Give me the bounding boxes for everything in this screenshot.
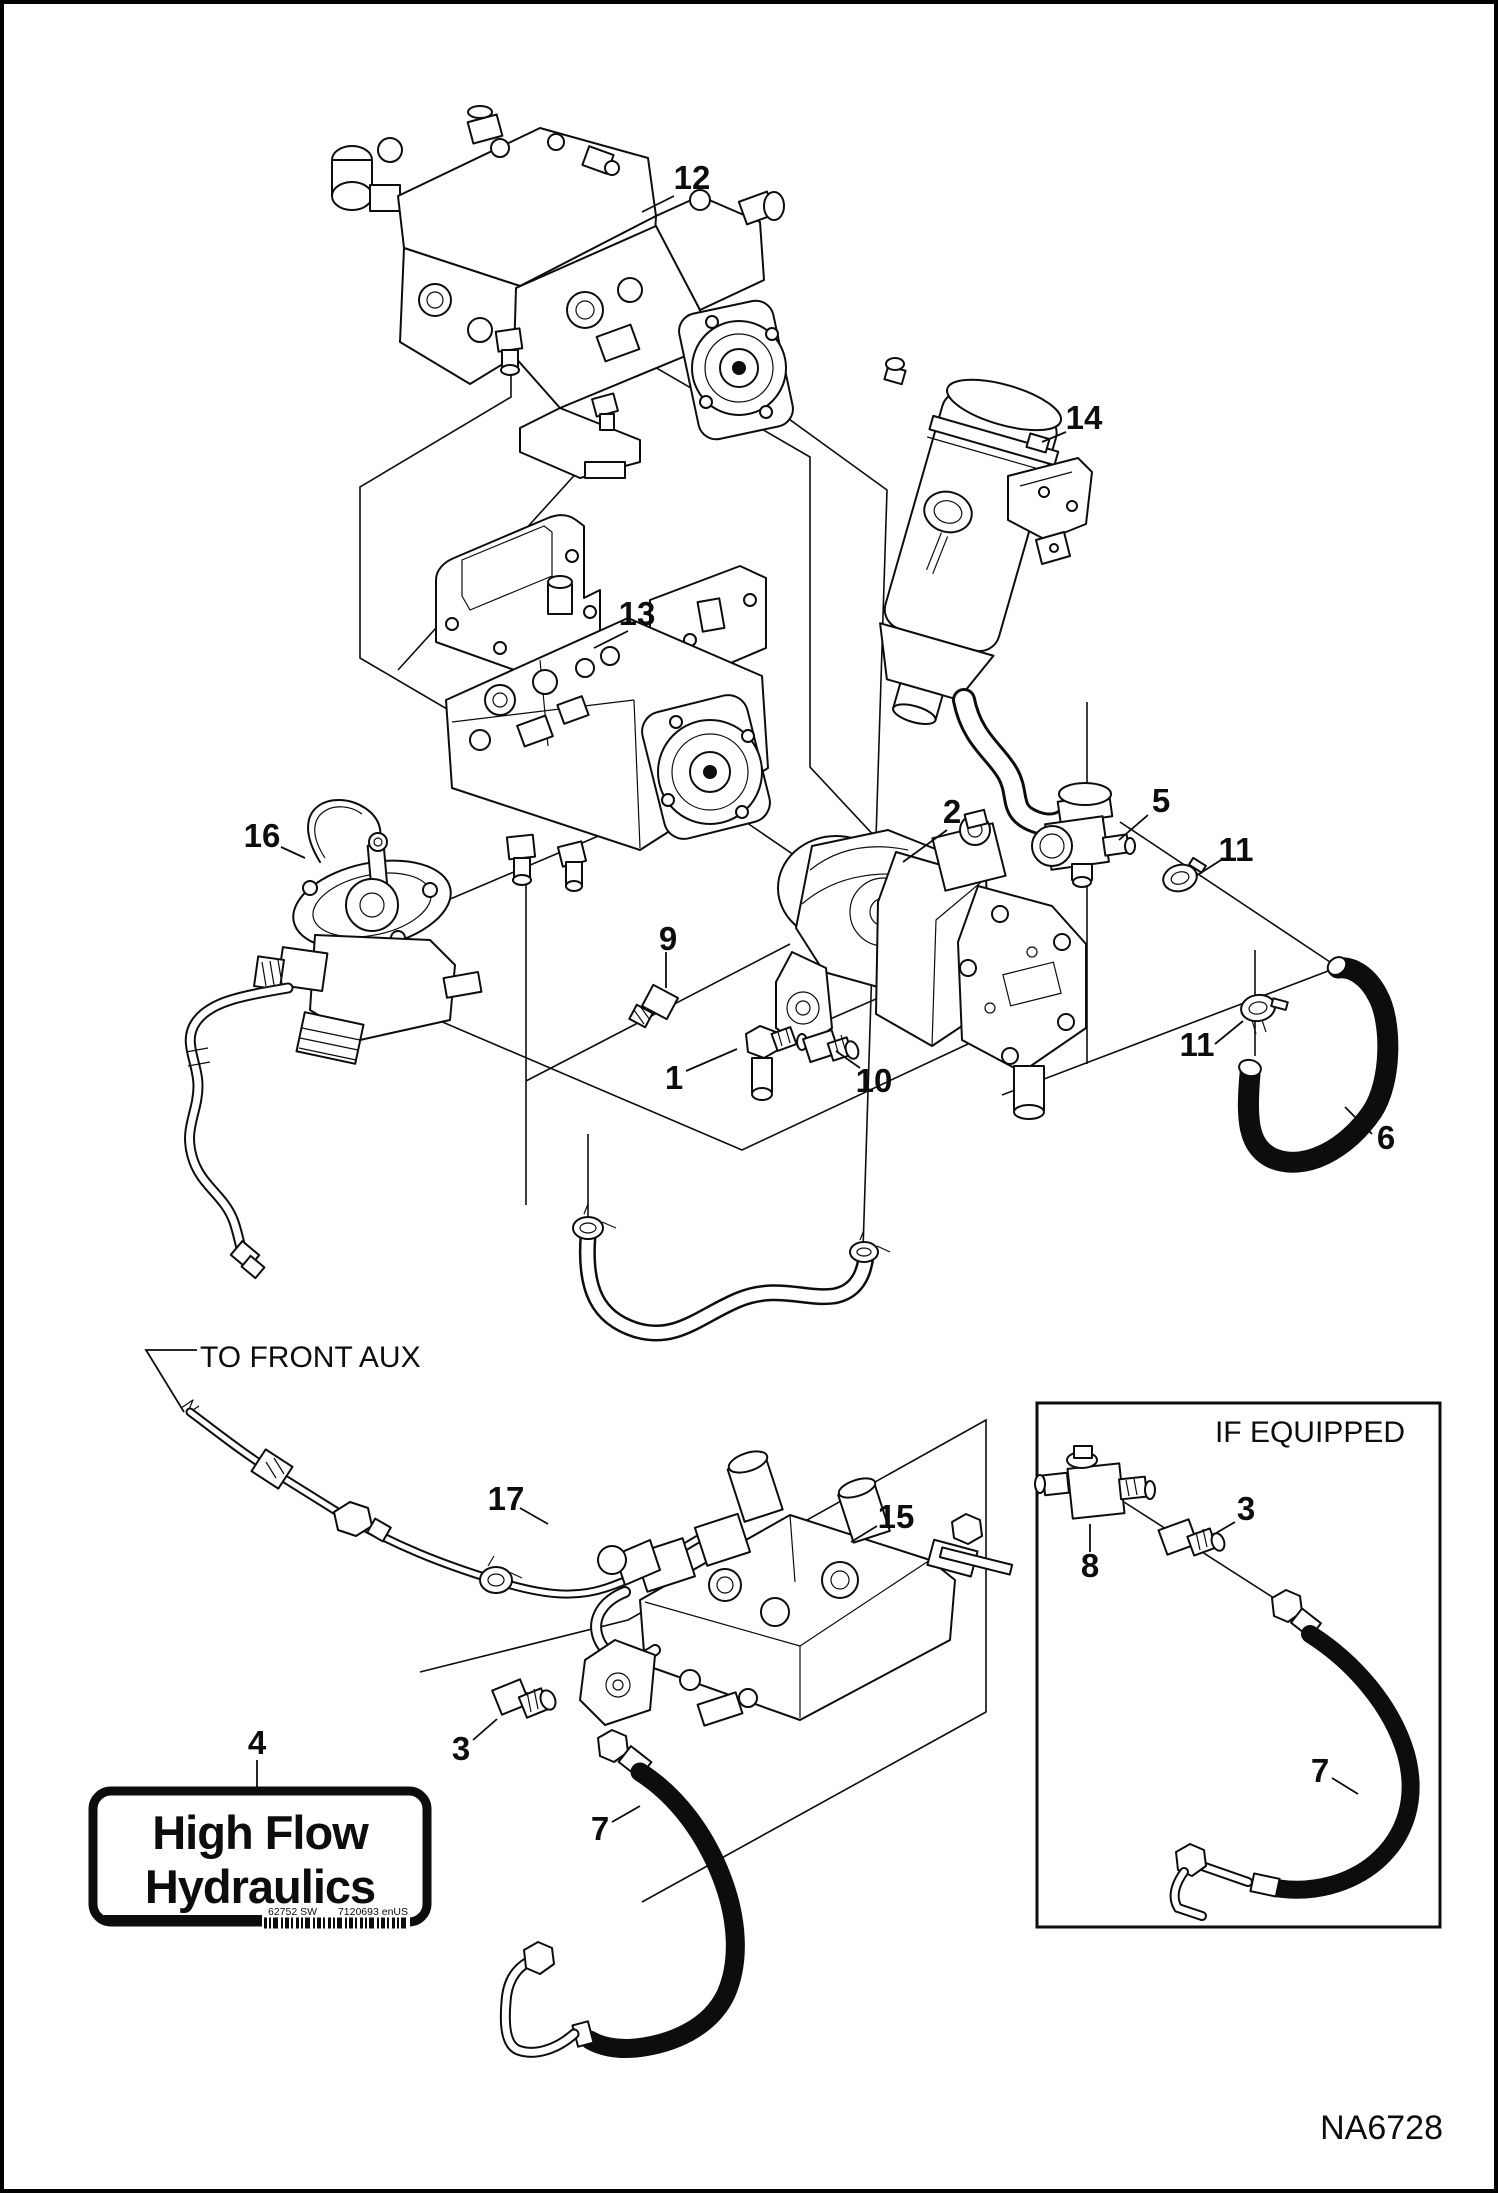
callout-4: 4	[248, 1724, 267, 1761]
valve-5-drawing	[1031, 782, 1136, 888]
leader-lines	[144, 195, 1373, 1823]
callout-16: 16	[244, 817, 281, 854]
valve-15-drawing	[579, 1450, 1014, 1727]
if-equipped-title: IF EQUIPPED	[1215, 1416, 1405, 1449]
callout-3: 3	[452, 1730, 470, 1767]
elbow-fitting-1-drawing	[745, 1025, 798, 1101]
gear-pump-2-drawing	[775, 808, 1087, 1120]
callout-1: 1	[665, 1059, 683, 1096]
callout-8: 8	[1081, 1547, 1099, 1584]
callouts: 12 13 14 2 5 11 11 6 9 1 10 16 17 15 3 7…	[244, 159, 1396, 1847]
pump-2-flange	[957, 885, 1087, 1073]
callout-12: 12	[674, 159, 711, 196]
callout-2: 2	[943, 793, 961, 830]
callout-15: 15	[878, 1498, 915, 1535]
callout-7b: 7	[1311, 1752, 1329, 1789]
drawing-code: NA6728	[1320, 2109, 1443, 2147]
callout-17: 17	[488, 1480, 525, 1517]
decal-code-left: 62752 SW	[268, 1906, 317, 1918]
callout-6: 6	[1377, 1119, 1395, 1156]
callout-3b: 3	[1237, 1490, 1255, 1527]
decal-line2: Hydraulics	[145, 1860, 375, 1913]
hose-7b-drawing	[1169, 1589, 1420, 1921]
callout-14: 14	[1066, 399, 1103, 436]
callout-7: 7	[591, 1810, 609, 1847]
hose-6-drawing	[1237, 956, 1399, 1173]
callout-10: 10	[856, 1062, 893, 1099]
fitting-8-drawing	[1034, 1445, 1156, 1520]
decal-4: High Flow Hydraulics 62752 SW 7120693 en…	[88, 1786, 432, 1930]
fitting-3-drawing	[491, 1678, 557, 1719]
pump-13-drawing	[435, 514, 771, 892]
to-front-aux-label: TO FRONT AUX	[200, 1341, 421, 1374]
callout-11b: 11	[1180, 1026, 1215, 1063]
callout-13: 13	[619, 595, 656, 632]
callout-11a: 11	[1219, 831, 1254, 868]
callout-5: 5	[1152, 782, 1170, 819]
if-equipped-box: IF EQUIPPED	[1034, 1401, 1442, 1929]
fitting-9-drawing	[628, 983, 679, 1029]
decal-code-right: 7120693 enUS	[338, 1906, 408, 1918]
clamp-11a-drawing	[1162, 856, 1207, 893]
white-hose-drawing	[572, 1203, 891, 1342]
hose-7-drawing	[499, 1729, 745, 2058]
pump-12-drawing	[331, 105, 794, 479]
decal-line1: High Flow	[152, 1806, 369, 1859]
clamp-11b-drawing	[1240, 993, 1289, 1035]
pump-16-drawing	[184, 799, 483, 1280]
callout-9: 9	[659, 920, 677, 957]
fitting-10-drawing	[796, 1028, 860, 1064]
